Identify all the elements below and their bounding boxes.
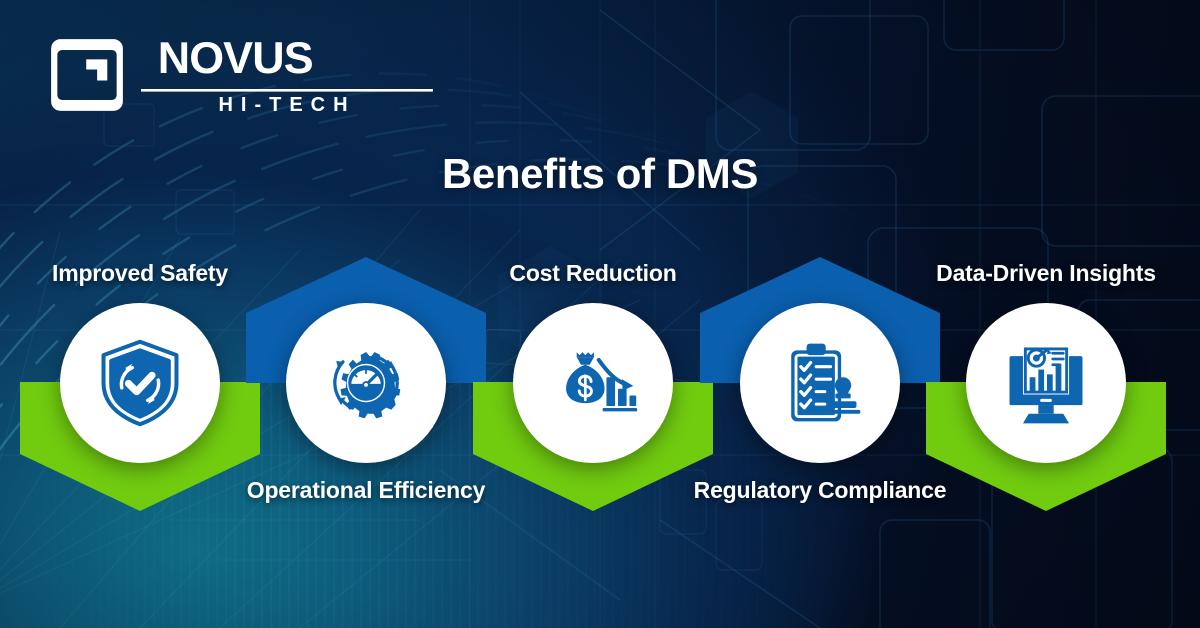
brand-logo[interactable]: NOVUS HI-TECH xyxy=(48,34,435,116)
brand-wordmark: NOVUS xyxy=(158,34,314,83)
benefit-item-cost-reduction[interactable]: Cost Reduction xyxy=(473,0,713,628)
benefit-label: Operational Efficiency xyxy=(246,477,486,503)
clipboard-checklist-stamp-icon xyxy=(791,343,861,422)
monitor-analytics-target-icon xyxy=(1009,346,1083,424)
benefit-item-data-driven-insights[interactable]: Data-Driven Insights xyxy=(926,0,1166,628)
brand-tagline-group: HI-TECH xyxy=(141,89,433,116)
money-bag-declining-chart-icon xyxy=(566,352,638,412)
brand-name: NOVUS xyxy=(158,34,313,83)
benefit-icon-circle[interactable] xyxy=(740,303,900,463)
benefit-icon-circle[interactable] xyxy=(513,303,673,463)
benefit-item-regulatory-compliance[interactable]: Regulatory Compliance xyxy=(694,0,947,628)
benefit-icon-circle[interactable] xyxy=(966,303,1126,463)
page-title: Benefits of DMS xyxy=(441,150,758,197)
benefit-icon-circle[interactable] xyxy=(286,303,446,463)
shield-check-refresh-icon xyxy=(101,339,179,427)
arrow-up-right-in-square-icon xyxy=(51,39,123,111)
brand-tagline: HI-TECH xyxy=(218,94,355,116)
benefit-label: Improved Safety xyxy=(52,260,228,286)
benefit-icon-circle[interactable] xyxy=(60,303,220,463)
benefit-label: Cost Reduction xyxy=(509,260,677,286)
benefit-item-improved-safety[interactable]: Improved Safety xyxy=(20,0,260,628)
gear-gauge-refresh-icon xyxy=(333,351,401,419)
benefit-item-operational-efficiency[interactable]: Operational Efficiency xyxy=(246,0,486,628)
benefit-label: Regulatory Compliance xyxy=(693,477,947,503)
benefit-label: Data-Driven Insights xyxy=(936,260,1156,286)
